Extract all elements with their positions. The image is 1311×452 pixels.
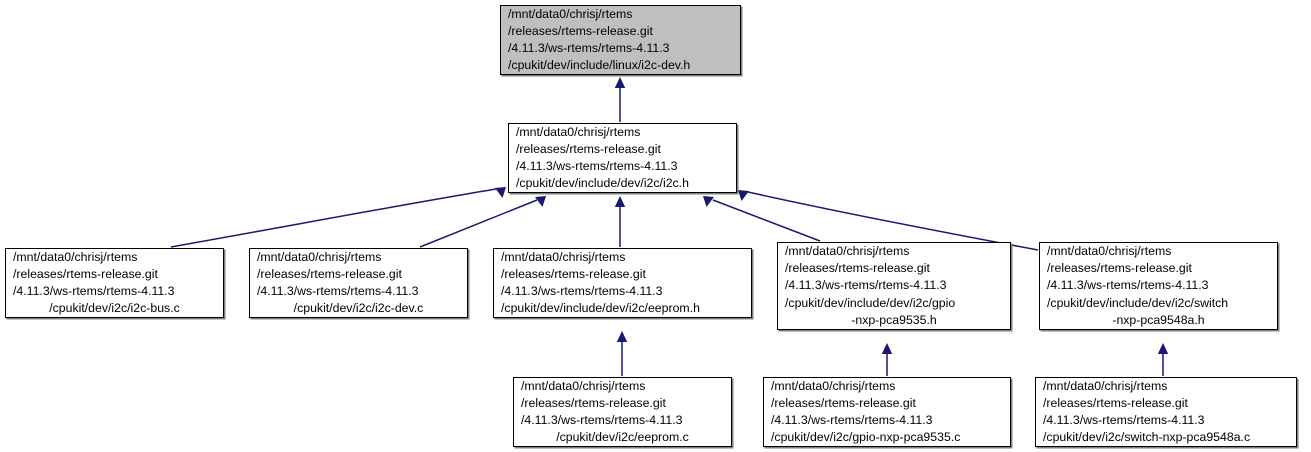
- node-label-line: /releases/rtems-release.git: [1043, 395, 1188, 410]
- edge-i2c-h-to-i2c-dev-h: [614, 77, 626, 122]
- node-label-line: /cpukit/dev/i2c/eeprom.c: [556, 430, 689, 445]
- edge-arrowhead-icon: [614, 196, 626, 207]
- edge-arrowhead-icon: [738, 190, 749, 201]
- node-label-line: /releases/rtems-release.git: [508, 23, 653, 38]
- node-label-line: /4.11.3/ws-rtems/rtems-4.11.3: [501, 284, 663, 298]
- node-label-line: /releases/rtems-release.git: [771, 395, 916, 410]
- node-i2c-bus-c[interactable]: /mnt/data0/chrisj/rtems/releases/rtems-r…: [5, 248, 224, 318]
- node-gpio-nxp-pca9535-h[interactable]: /mnt/data0/chrisj/rtems/releases/rtems-r…: [777, 242, 1011, 330]
- node-label-line: /cpukit/dev/i2c/i2c-bus.c: [49, 301, 180, 316]
- edge-line: [170, 188, 497, 248]
- node-label: /mnt/data0/chrisj/rtems/releases/rtems-r…: [257, 249, 460, 317]
- node-label-line: /releases/rtems-release.git: [257, 266, 402, 281]
- node-label-line: /releases/rtems-release.git: [501, 266, 646, 281]
- node-label-line: /cpukit/dev/include/dev/i2c/switch: [1047, 295, 1229, 310]
- node-label-line: /cpukit/dev/include/dev/i2c/eeprom.h: [501, 301, 700, 316]
- edge-arrowhead-icon: [495, 187, 506, 198]
- node-label-line: /mnt/data0/chrisj/rtems: [501, 249, 626, 264]
- node-label-line: /mnt/data0/chrisj/rtems: [771, 378, 896, 393]
- node-gpio-nxp-pca9535-c[interactable]: /mnt/data0/chrisj/rtems/releases/rtems-r…: [763, 377, 1011, 447]
- node-label-line: /cpukit/dev/include/dev/i2c/gpio: [785, 295, 956, 310]
- node-dev-i2c-i2c-h[interactable]: /mnt/data0/chrisj/rtems/releases/rtems-r…: [508, 123, 737, 193]
- edge-switch-h-to-i2c-h: [738, 190, 1039, 251]
- node-label: /mnt/data0/chrisj/rtems/releases/rtems-r…: [1047, 243, 1270, 328]
- edge-eeprom-h-to-i2c-h: [614, 196, 626, 247]
- node-label-line: /cpukit/dev/i2c/switch-nxp-pca9548a.c: [1043, 430, 1251, 445]
- node-label-line: -nxp-pca9548a.h: [1112, 312, 1205, 327]
- node-label-line: /mnt/data0/chrisj/rtems: [257, 249, 382, 264]
- node-label-line: /4.11.3/ws-rtems/rtems-4.11.3: [1047, 278, 1209, 293]
- node-i2c-dev-c[interactable]: /mnt/data0/chrisj/rtems/releases/rtems-r…: [249, 248, 468, 318]
- node-label-line: /mnt/data0/chrisj/rtems: [785, 244, 910, 259]
- edge-line: [712, 199, 821, 242]
- node-label-line: /4.11.3/ws-rtems/rtems-4.11.3: [516, 159, 678, 173]
- node-eeprom-h[interactable]: /mnt/data0/chrisj/rtems/releases/rtems-r…: [493, 248, 752, 318]
- node-label: /mnt/data0/chrisj/rtems/releases/rtems-r…: [521, 378, 724, 446]
- node-label: /mnt/data0/chrisj/rtems/releases/rtems-r…: [516, 124, 729, 192]
- node-label-line: /4.11.3/ws-rtems/rtems-4.11.3: [521, 413, 683, 427]
- node-label-line: /cpukit/dev/include/dev/i2c/i2c.h: [516, 176, 689, 191]
- node-label-line: /releases/rtems-release.git: [785, 261, 930, 276]
- node-label-line: /mnt/data0/chrisj/rtems: [521, 378, 646, 393]
- node-label-line: /4.11.3/ws-rtems/rtems-4.11.3: [508, 41, 670, 55]
- node-label-line: /releases/rtems-release.git: [516, 141, 661, 156]
- edge-arrowhead-icon: [616, 331, 628, 342]
- edge-switch-c-to-switch-h: [1157, 343, 1169, 376]
- node-label: /mnt/data0/chrisj/rtems/releases/rtems-r…: [501, 249, 744, 317]
- node-switch-nxp-pca9548a-h[interactable]: /mnt/data0/chrisj/rtems/releases/rtems-r…: [1039, 242, 1278, 330]
- edge-gpio-h-to-i2c-h: [703, 196, 821, 242]
- node-label: /mnt/data0/chrisj/rtems/releases/rtems-r…: [1043, 378, 1289, 446]
- node-label-line: /mnt/data0/chrisj/rtems: [13, 249, 138, 264]
- node-label: /mnt/data0/chrisj/rtems/releases/rtems-r…: [13, 249, 216, 317]
- edge-arrowhead-icon: [881, 343, 893, 354]
- edge-line: [419, 199, 538, 248]
- node-linux-i2c-dev-h[interactable]: /mnt/data0/chrisj/rtems/releases/rtems-r…: [500, 5, 741, 75]
- node-label: /mnt/data0/chrisj/rtems/releases/rtems-r…: [771, 378, 1003, 446]
- edge-i2c-bus-c-to-i2c-h: [170, 187, 506, 248]
- edge-arrowhead-icon: [614, 77, 626, 88]
- node-eeprom-c[interactable]: /mnt/data0/chrisj/rtems/releases/rtems-r…: [513, 377, 732, 447]
- node-label-line: /4.11.3/ws-rtems/rtems-4.11.3: [771, 413, 933, 427]
- node-label-line: /releases/rtems-release.git: [13, 266, 158, 281]
- edge-arrowhead-icon: [535, 196, 546, 207]
- node-label-line: /cpukit/dev/i2c/gpio-nxp-pca9535.c: [771, 430, 961, 445]
- edge-eeprom-c-to-eeprom-h: [616, 331, 628, 376]
- node-label-line: /4.11.3/ws-rtems/rtems-4.11.3: [1043, 413, 1205, 427]
- edge-i2c-dev-c-to-i2c-h: [419, 196, 546, 248]
- node-label-line: /4.11.3/ws-rtems/rtems-4.11.3: [257, 284, 419, 298]
- node-label-line: /mnt/data0/chrisj/rtems: [516, 124, 641, 139]
- node-label-line: /mnt/data0/chrisj/rtems: [1047, 244, 1172, 259]
- node-label-line: /releases/rtems-release.git: [1047, 261, 1192, 276]
- node-label-line: /cpukit/dev/i2c/i2c-dev.c: [293, 301, 424, 316]
- edge-arrowhead-icon: [1157, 343, 1169, 354]
- node-label-line: /mnt/data0/chrisj/rtems: [508, 6, 633, 21]
- node-label-line: /4.11.3/ws-rtems/rtems-4.11.3: [785, 278, 947, 293]
- node-label-line: /mnt/data0/chrisj/rtems: [1043, 378, 1168, 393]
- node-label: /mnt/data0/chrisj/rtems/releases/rtems-r…: [508, 6, 733, 74]
- node-switch-nxp-pca9548a-c[interactable]: /mnt/data0/chrisj/rtems/releases/rtems-r…: [1035, 377, 1297, 447]
- edge-gpio-c-to-gpio-h: [881, 343, 893, 376]
- node-label-line: /cpukit/dev/include/linux/i2c-dev.h: [508, 58, 691, 73]
- node-label: /mnt/data0/chrisj/rtems/releases/rtems-r…: [785, 243, 1003, 328]
- node-label-line: /4.11.3/ws-rtems/rtems-4.11.3: [13, 284, 175, 298]
- edge-arrowhead-icon: [703, 196, 714, 207]
- node-label-line: -nxp-pca9535.h: [851, 312, 937, 327]
- node-label-line: /releases/rtems-release.git: [521, 395, 666, 410]
